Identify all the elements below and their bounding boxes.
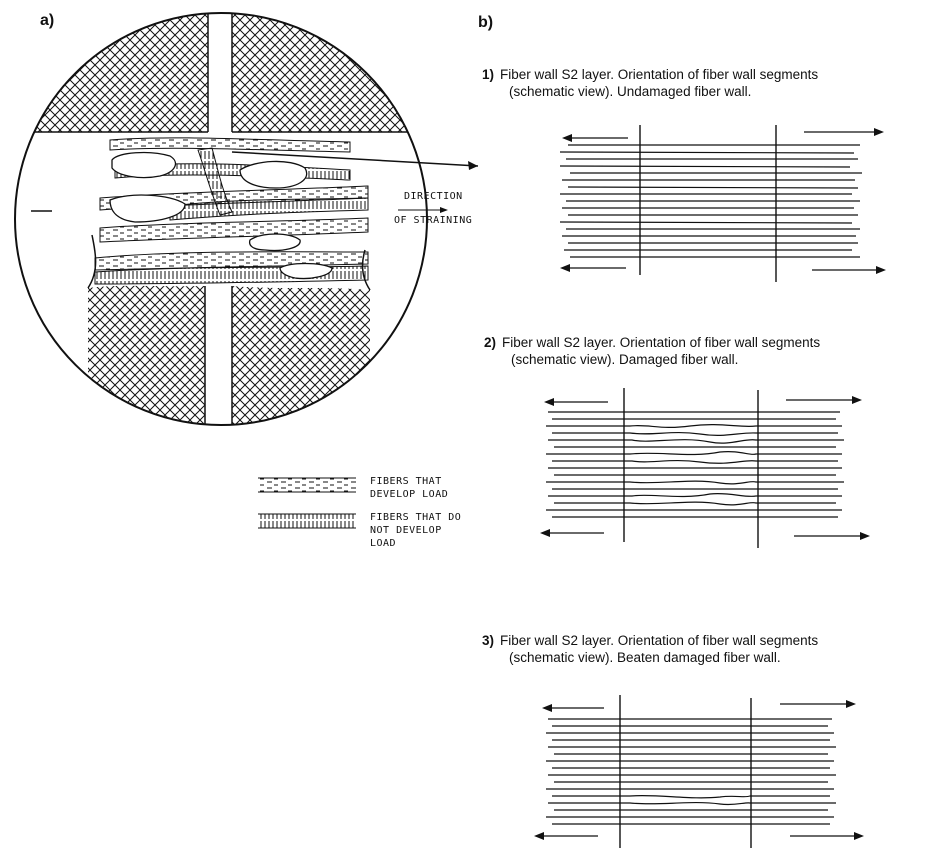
caption-3: 3)Fiber wall S2 layer. Orientation of fi… [482,633,819,665]
diagram-beaten [534,695,864,848]
caption-2: 2)Fiber wall S2 layer. Orientation of fi… [484,335,821,367]
arrow-head-icon [468,161,478,170]
diagram-damaged [540,388,870,548]
panel-a-label: a) [40,12,55,29]
legend-noload-text: FIBERS THAT DO NOT DEVELOP LOAD [370,512,462,549]
direction-arrow-line [231,151,479,167]
legend-swatch-load [258,478,356,492]
panel-b-label: b) [478,14,494,31]
direction-label-line2: OF STRAINING [394,215,473,226]
crosshatch-top-right [232,13,427,132]
crosshatch-bottom-left [88,285,205,425]
crosshatch-bottom-right [232,286,370,425]
diagram-undamaged [559,125,886,282]
microscope-view [14,12,479,426]
direction-label-line1: DIRECTION [404,191,463,202]
legend-swatch-noload [258,514,356,528]
legend-swatches [258,477,356,529]
crosshatch-top-left [15,13,208,132]
fiber-network [94,137,369,285]
legend-load-text: FIBERS THAT DEVELOP LOAD [370,476,449,500]
caption-1: 1)Fiber wall S2 layer. Orientation of fi… [482,67,819,99]
